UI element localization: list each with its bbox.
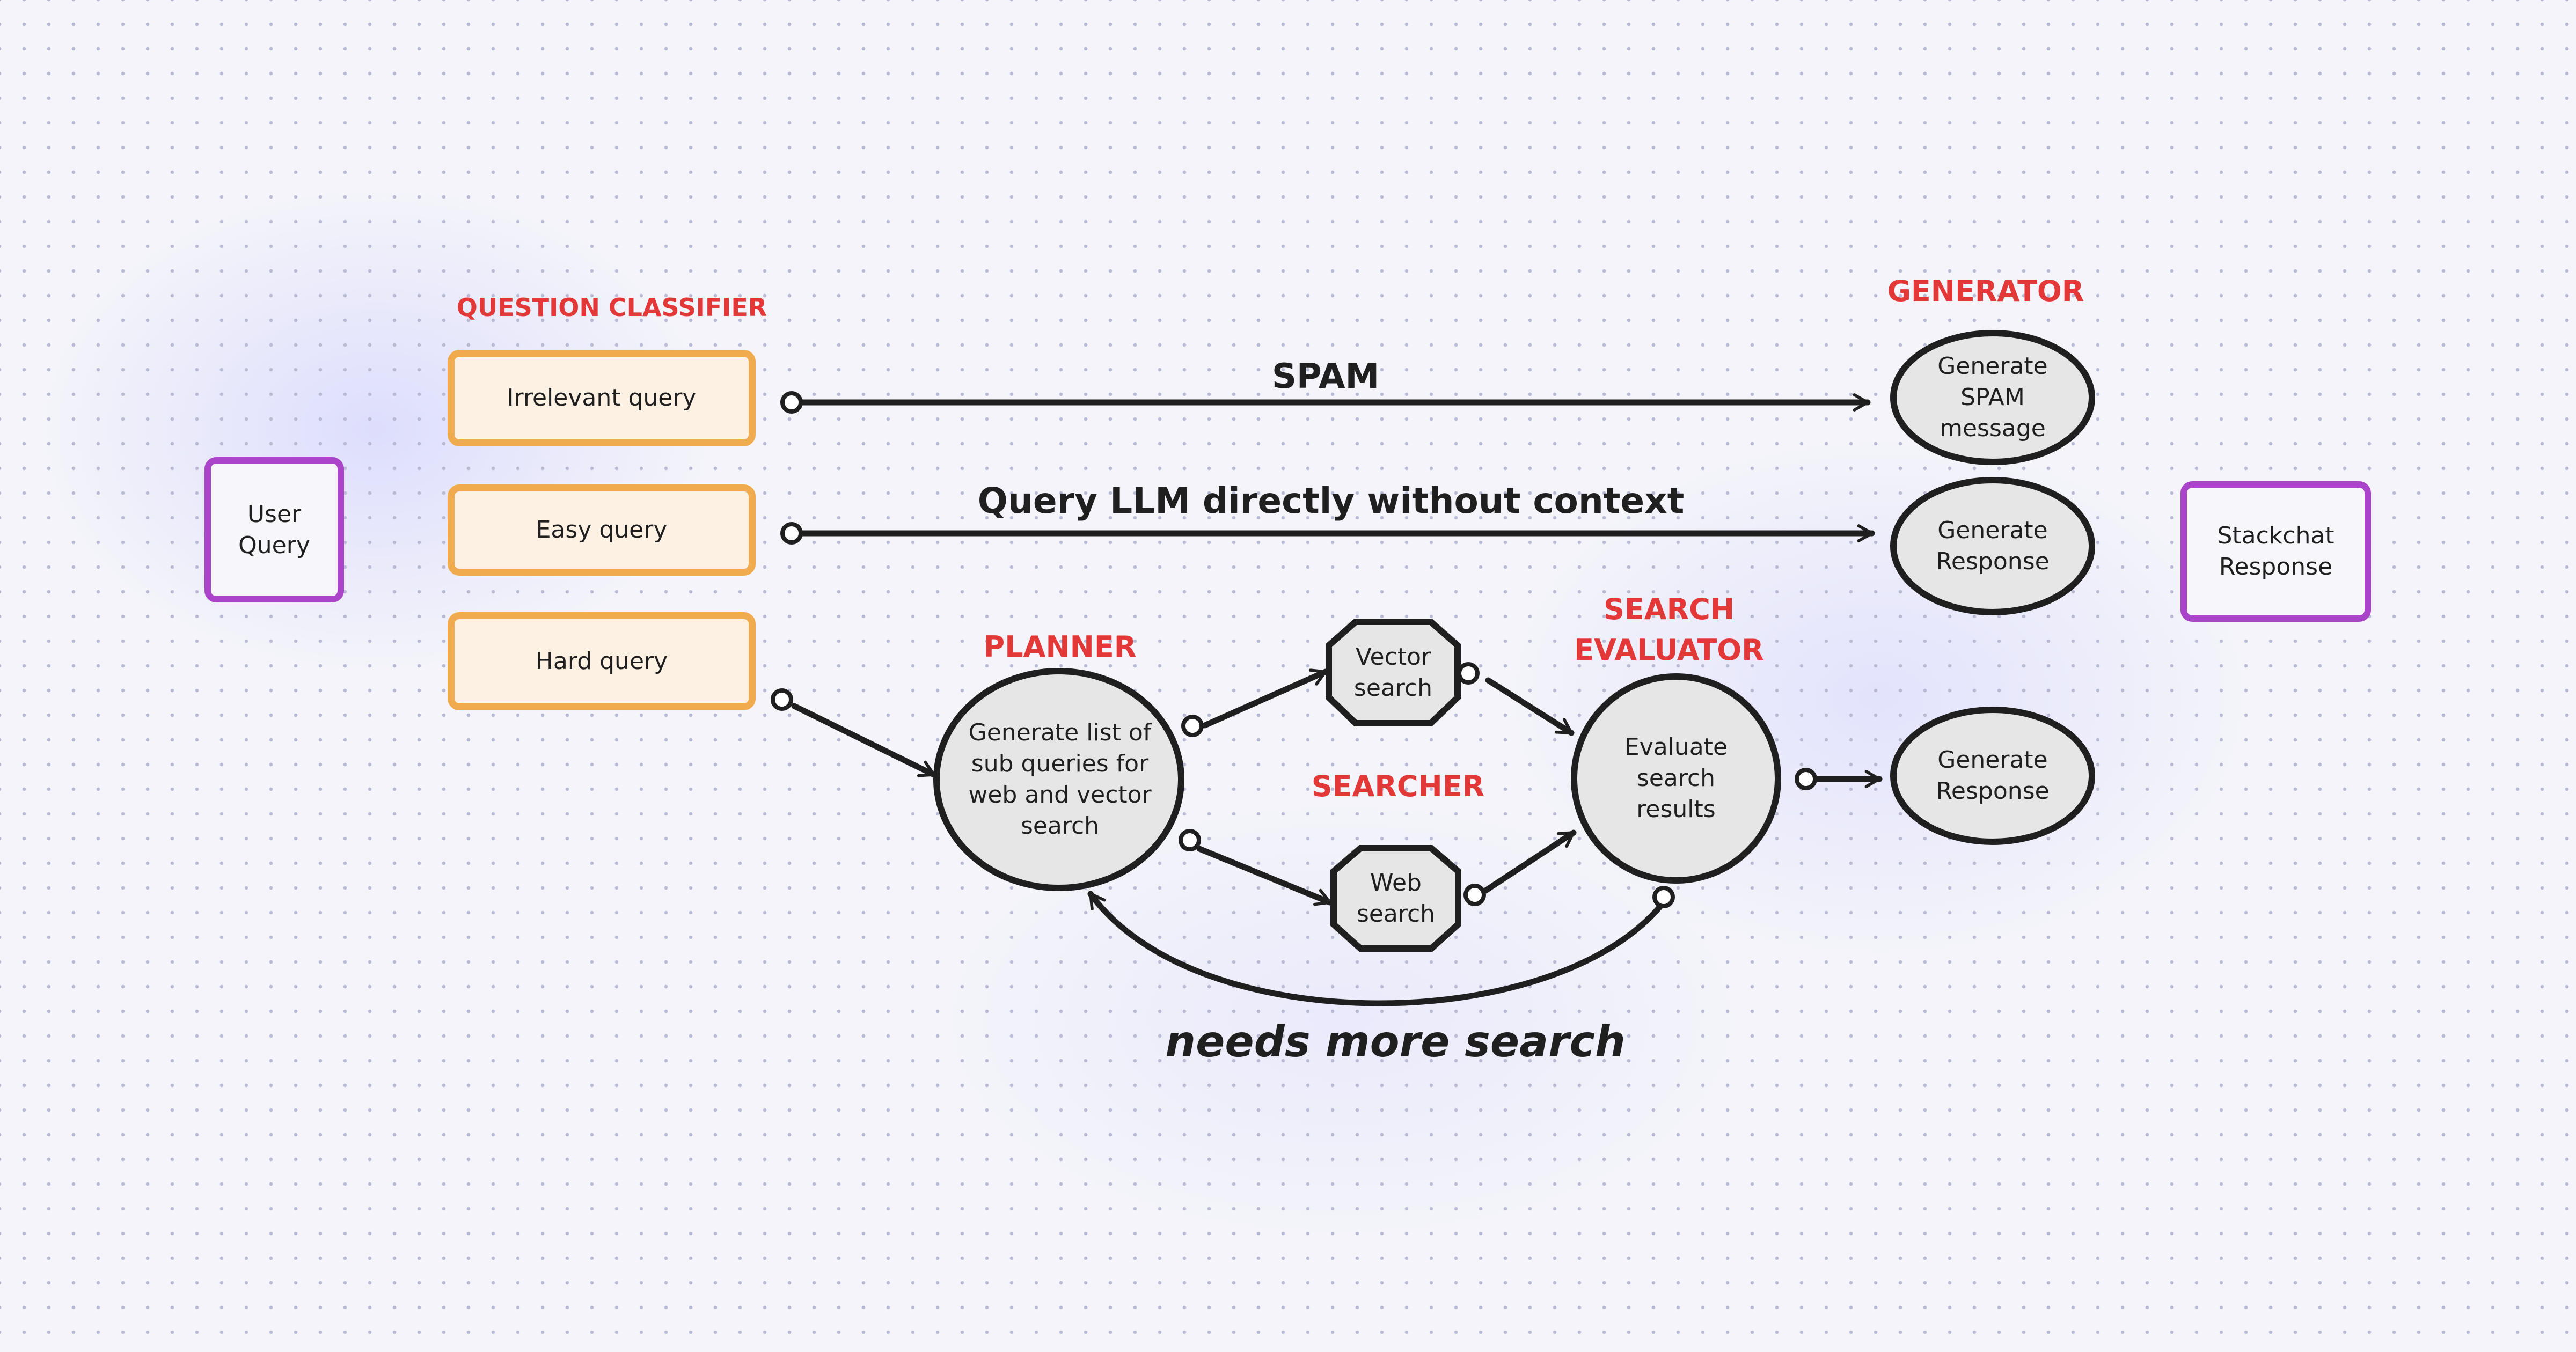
port-evaluator-right	[1795, 768, 1817, 790]
easy-query-box: Easy query	[448, 484, 756, 576]
edge-loop-needs-more-search	[1087, 891, 1666, 1006]
vector-search-shape	[1326, 619, 1461, 726]
edge-web-to-evaluator	[1482, 829, 1577, 894]
generate-spam-shape	[1890, 330, 2095, 465]
generate-response-2-shape	[1890, 707, 2095, 845]
hard-query-label: Hard query	[535, 647, 668, 675]
label-searcher: SEARCHER	[1311, 769, 1485, 803]
edge-label-needs-more-search: needs more search	[1165, 1017, 1626, 1067]
port-planner-bottom	[1179, 829, 1201, 851]
edge-label-direct: Query LLM directly without context	[977, 480, 1685, 521]
stackchat-response-box: Stackchat Response	[2180, 481, 2371, 622]
label-planner: PLANNER	[983, 630, 1137, 664]
stackchat-response-label: Stackchat Response	[2217, 522, 2334, 581]
evaluator-node-shape	[1571, 673, 1781, 884]
port-irrelevant	[780, 391, 803, 414]
vector-search-label: Vector search	[1353, 643, 1433, 702]
generate-spam-label: Generate SPAM message	[1937, 352, 2048, 442]
irrelevant-query-label: Irrelevant query	[507, 384, 697, 412]
edge-planner-to-vector	[1202, 668, 1329, 729]
generate-response-2-label: Generate Response	[1936, 746, 2050, 805]
port-easy	[780, 522, 803, 545]
irrelevant-query-box: Irrelevant query	[448, 350, 756, 446]
label-question-classifier: QUESTION CLASSIFIER	[456, 293, 767, 322]
planner-node-shape	[933, 668, 1184, 891]
edge-label-spam: SPAM	[1271, 357, 1380, 396]
edge-hard-to-planner	[791, 703, 937, 778]
port-planner-top	[1181, 715, 1204, 737]
web-search-shape	[1330, 845, 1461, 952]
port-web	[1463, 884, 1486, 906]
port-evaluator-bottom	[1652, 886, 1675, 908]
generate-response-1-shape	[1890, 477, 2095, 615]
planner-node-label: Generate list of sub queries for web and…	[968, 719, 1152, 840]
hard-query-box: Hard query	[448, 612, 756, 710]
easy-query-label: Easy query	[536, 516, 668, 543]
port-vector	[1457, 662, 1480, 685]
generate-response-1-label: Generate Response	[1936, 517, 2050, 575]
label-generator: GENERATOR	[1887, 274, 2084, 308]
edge-planner-to-web	[1196, 846, 1333, 906]
label-search-evaluator: SEARCH EVALUATOR	[1574, 592, 1764, 667]
user-query-box: User Query	[204, 457, 344, 602]
user-query-label: User Query	[238, 500, 310, 559]
port-hard	[771, 688, 793, 711]
evaluator-node-label: Evaluate search results	[1624, 733, 1728, 823]
web-search-label: Web search	[1356, 869, 1436, 928]
edge-vector-to-evaluator	[1485, 677, 1575, 736]
